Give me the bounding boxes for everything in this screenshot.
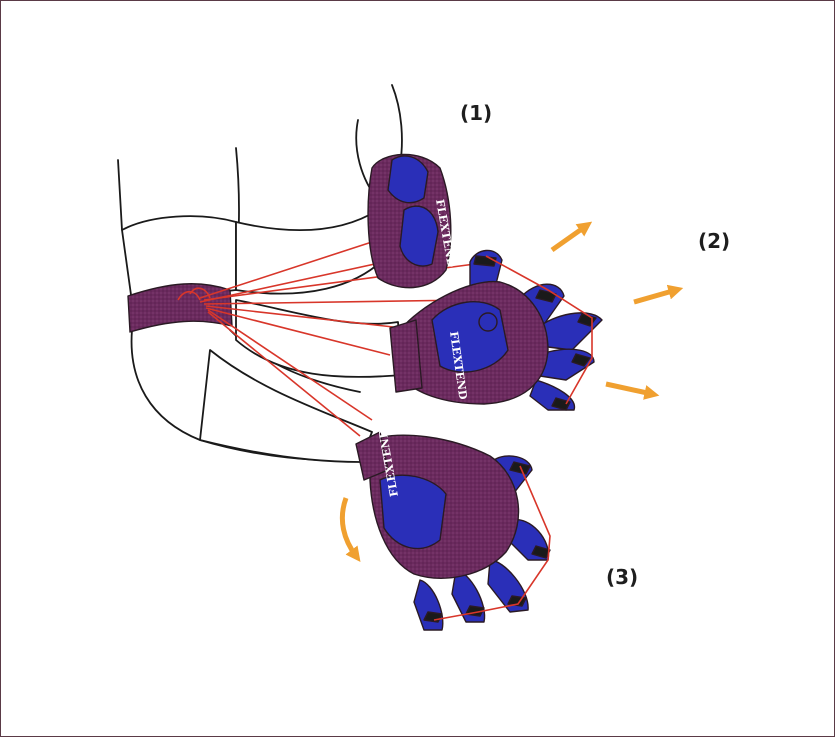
arrow-2a-icon [552,226,586,250]
glove-pose-3: FLEXTEND [356,427,550,630]
arrow-3-curved-icon [342,498,356,556]
arrow-2c-icon [606,384,652,394]
label-pose-2: (2) [698,229,730,253]
label-pose-1: (1) [460,101,492,125]
label-pose-3: (3) [606,565,638,589]
arrow-2b-icon [634,290,676,302]
glove-pose-1: FLEXTEND [368,154,458,287]
